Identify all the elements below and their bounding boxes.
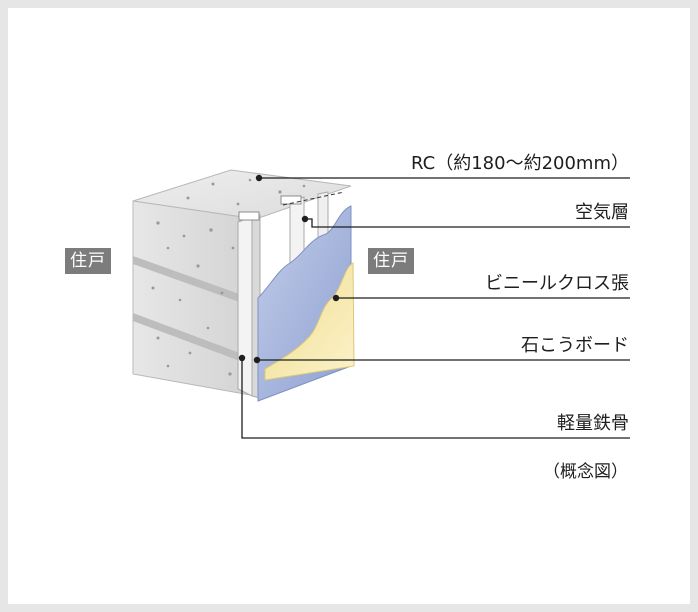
concrete-groove [133,256,256,308]
steel-stud-right [317,191,329,239]
steel-stud-left [237,216,253,397]
diagram-panel: 住戸 住戸 RC（約180〜約200mm） 空気層 ビニールクロス張 石こうボー… [8,8,690,604]
leader-lines [241,177,630,439]
label-vinyl-cloth: ビニールクロス張 [485,273,629,294]
concrete-groove [133,313,256,367]
label-gypsum-board: 石こうボード [521,335,629,356]
label-rc: RC（約180〜約200mm） [411,153,629,174]
label-air-layer: 空気層 [575,202,629,223]
wall-cross-section-illustration [132,169,630,439]
leader-dots [238,174,340,364]
label-light-steel: 軽量鉄骨 [557,413,629,434]
unit-label-left: 住戸 [65,248,111,274]
air-gap-dash [282,191,345,206]
vinyl-cloth-layer [264,262,355,381]
stud-top-cap [238,211,260,221]
leader-air-layer [305,218,630,228]
unit-label-right: 住戸 [368,248,414,274]
stud-top-cap [280,195,302,205]
leader-light-steel [241,358,630,439]
conceptual-note: （概念図） [543,462,628,482]
